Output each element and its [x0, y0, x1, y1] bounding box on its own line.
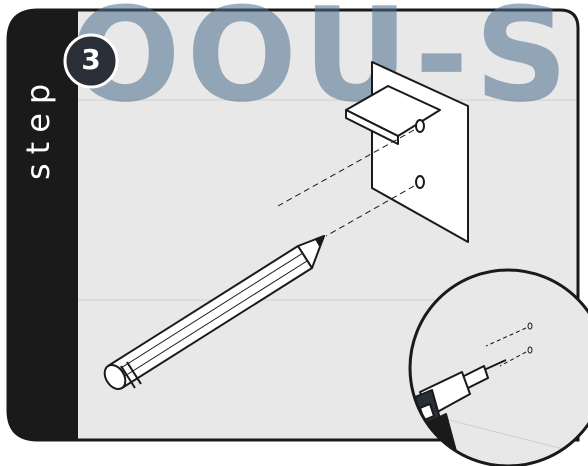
guide-lines: [277, 129, 415, 237]
step-number-badge: [63, 33, 119, 89]
step-sidebar: [8, 10, 78, 440]
pencil-icon: [103, 235, 325, 391]
card-outline: [6, 8, 580, 442]
bracket-icon: [345, 61, 469, 243]
step-number: 3: [81, 43, 101, 76]
step-label: step: [19, 74, 57, 180]
watermark-text: OOU-S: [70, 0, 574, 131]
